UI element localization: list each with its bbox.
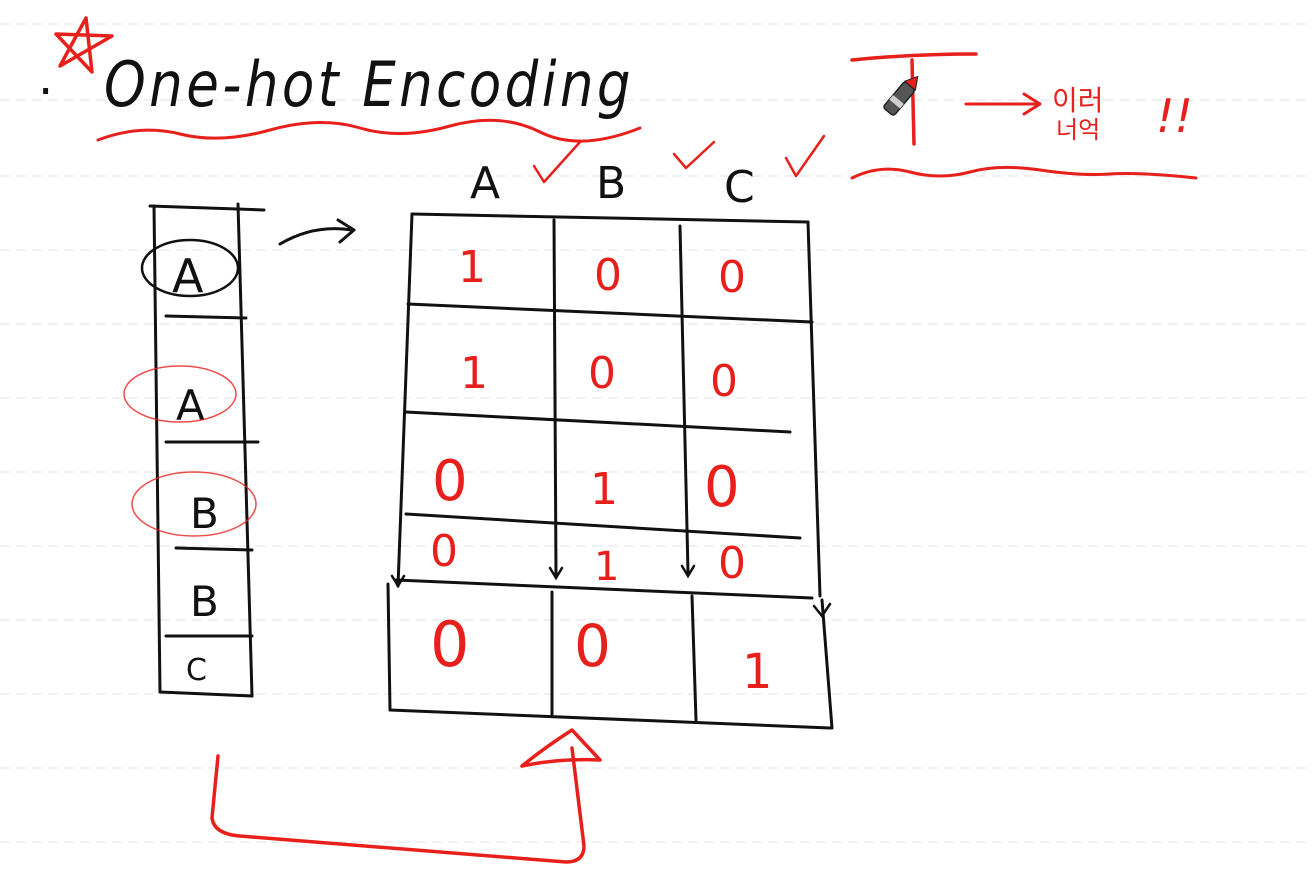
header-b: B [596,158,626,209]
page-title: One-hot Encoding [104,48,634,121]
table-headers: A B C [470,158,755,213]
cell-value: 0 [432,449,468,514]
input-highlight-circle [123,365,237,423]
cell-value: 0 [430,526,458,577]
header-c: C [724,162,755,213]
note-arrow [964,92,1042,116]
input-value: B [190,489,219,538]
note-group: 이러 너억 !! [850,52,1198,180]
title-underline [96,118,642,143]
one-hot-values: 1 0 0 1 0 0 0 1 0 0 1 0 0 0 1 [430,242,773,700]
cell-value: 0 [718,538,746,589]
ruled-lines [0,23,1312,843]
note-underline [850,165,1198,180]
one-hot-grid [386,212,834,730]
pen-icon [883,75,919,116]
note-t-stem [910,58,916,146]
note-t-bar [850,52,978,62]
cell-value: 1 [590,464,618,515]
star-icon [54,16,114,74]
cell-value: 1 [458,242,486,293]
note-text-line2: 너억 [1056,116,1100,144]
mapping-arrow [278,218,356,246]
cell-value: 0 [588,348,616,399]
cell-value: 0 [594,250,622,301]
cell-value: 0 [704,455,740,520]
grid-arrowheads [390,564,832,619]
input-value: C [186,653,207,688]
input-value: B [190,577,219,626]
title-bullet: · [38,64,53,120]
cell-value: 0 [718,252,746,303]
cell-value: 1 [742,644,773,700]
cell-value: 1 [460,348,488,399]
note-exclaim: !! [1156,89,1193,143]
cell-value: 1 [594,544,619,590]
checkmark-icons [532,134,826,184]
cell-value: 0 [574,612,611,680]
cell-value: 0 [430,608,469,681]
input-highlight-circle [140,238,240,298]
bottom-bracket-arrow [210,728,602,864]
check-icon-b [672,140,716,170]
cell-value: 0 [710,356,738,407]
note-text-line1: 이러 [1052,84,1104,117]
check-icon-a [532,140,582,184]
check-icon-c [784,134,826,178]
input-highlight-circle [131,471,257,537]
header-a: A [470,158,500,209]
